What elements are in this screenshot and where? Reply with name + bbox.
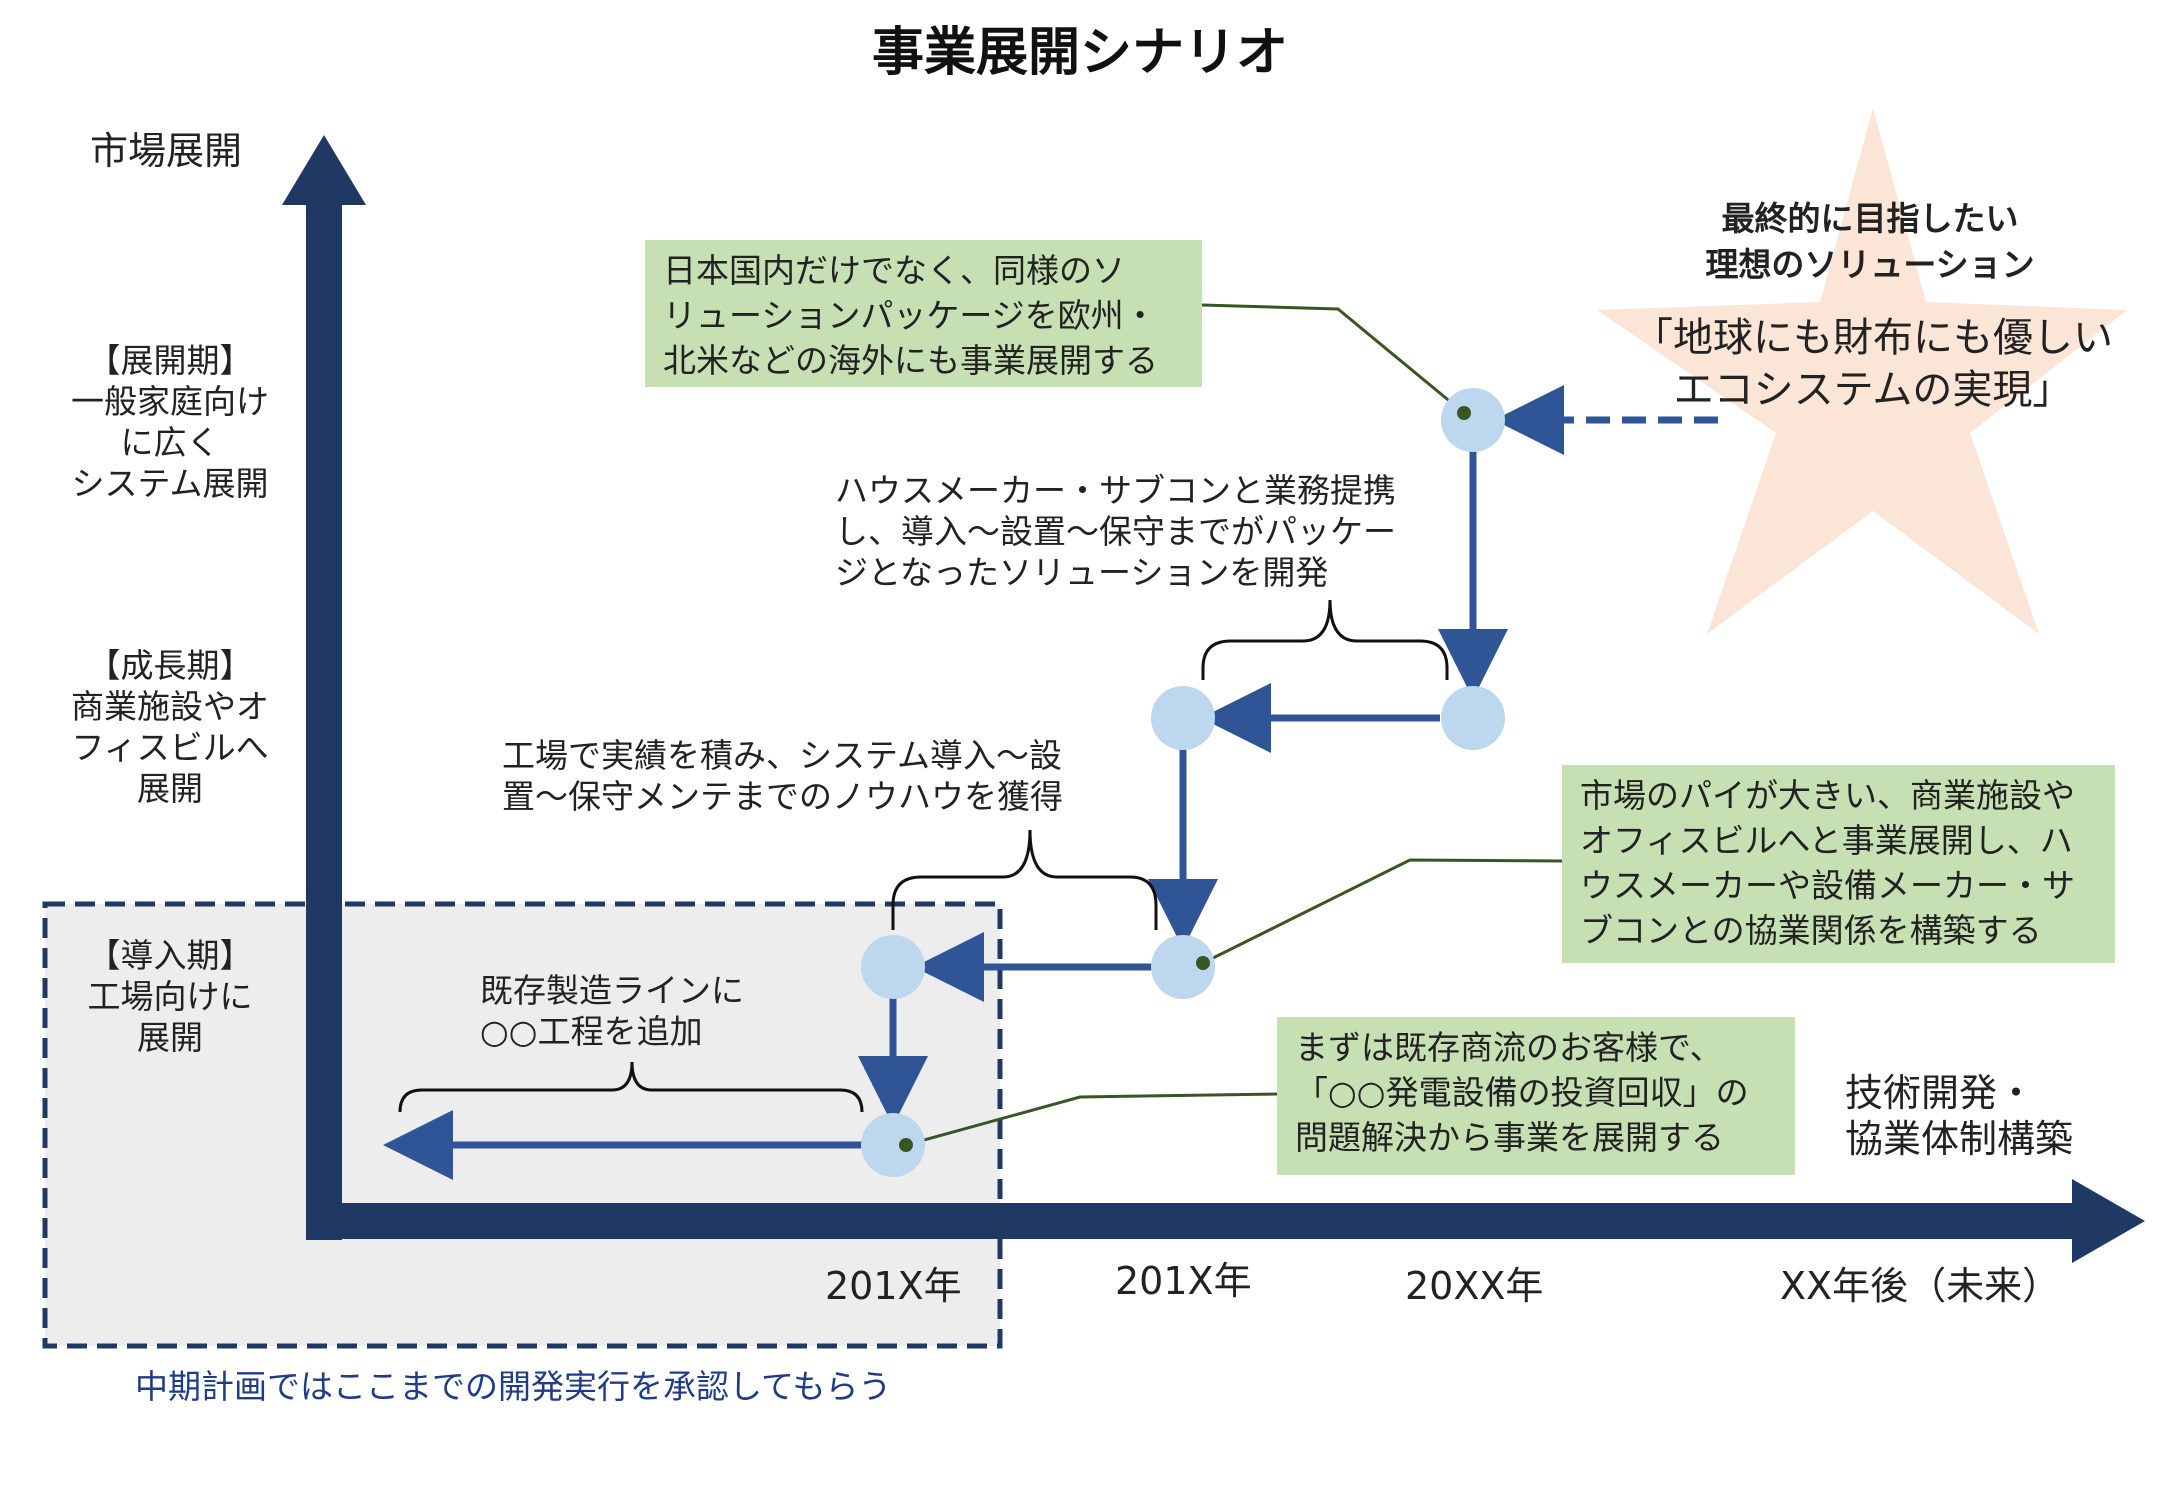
ideal-heading-line: 理想のソリューション: [1705, 245, 2035, 284]
bracket-line-add: [398, 1061, 864, 1113]
phase-expansion-line: システム展開: [71, 464, 269, 503]
x-tick: 20XX年: [1405, 1264, 1544, 1308]
annotation-line-add-line: ○○工程を追加: [480, 1012, 703, 1051]
node-overseas: [1441, 388, 1505, 452]
phase-growth: 【成長期】 商業施設やオ フィスビルへ 展開: [45, 645, 295, 809]
leader-overseas: [1201, 303, 1465, 415]
phase-intro-name: 【導入期】: [87, 936, 253, 975]
box-overseas-line: 北米などの海外にも事業展開する: [663, 341, 1158, 380]
annotation-line-add-line: 既存製造ラインに: [480, 971, 744, 1010]
box-overseas: 日本国内だけでなく、同様のソ リューションパッケージを欧州・ 北米などの海外にも…: [645, 240, 1202, 387]
ideal-quote-line: エコシステムの実現」: [1673, 367, 2073, 413]
x-axis-arrowhead: [2072, 1179, 2145, 1263]
annotation-house-maker-line: ハウスメーカー・サブコンと業務提携: [835, 471, 1396, 510]
leader-dot-commercial: [1196, 956, 1210, 970]
bracket-factory: [891, 829, 1158, 930]
y-axis-label: 市場展開: [90, 129, 243, 173]
box-commercial-line: オフィスビルへと事業展開し、ハ: [1580, 821, 2073, 860]
x-axis-label-line: 協業体制構築: [1845, 1117, 2074, 1161]
box-commercial-line: ブコンとの協業関係を構築する: [1580, 911, 2042, 950]
node-growth: [1151, 686, 1215, 750]
annotation-house-maker-line: ジとなったソリューションを開発: [835, 553, 1329, 592]
box-commercial-line: ウスメーカーや設備メーカー・サ: [1580, 866, 2075, 905]
x-tick: 201X年: [825, 1264, 962, 1308]
phase-intro: 【導入期】 工場向けに 展開: [45, 935, 295, 1058]
ideal-quote: 「地球にも財布にも優しい エコシステムの実現」: [1593, 312, 2153, 416]
phase-expansion-line: 一般家庭向け: [71, 382, 269, 421]
approval-note: 中期計画ではここまでの開発実行を承認してもらう: [135, 1367, 892, 1406]
phase-growth-line: 商業施設やオ: [71, 687, 269, 726]
box-existing: まずは既存商流のお客様で、 「○○発電設備の投資回収」の 問題解決から事業を展開…: [1277, 1017, 1795, 1175]
x-tick: 201X年: [1115, 1259, 1252, 1303]
node-existing: [861, 1113, 925, 1177]
x-axis: [306, 1203, 2076, 1239]
phase-intro-line: 展開: [137, 1018, 203, 1057]
box-existing-line: 問題解決から事業を展開する: [1295, 1118, 1724, 1157]
page-title: 事業展開シナリオ: [871, 23, 1288, 83]
leader-commercial: [1202, 858, 1563, 965]
x-axis-label: 技術開発・ 協業体制構築: [1845, 1070, 2073, 1162]
box-existing-line: まずは既存商流のお客様で、: [1295, 1028, 1723, 1067]
box-commercial-line: 市場のパイが大きい、商業施設や: [1580, 776, 2075, 815]
box-commercial: 市場のパイが大きい、商業施設や オフィスビルへと事業展開し、ハ ウスメーカーや設…: [1562, 765, 2115, 963]
ideal-star: [1597, 108, 2127, 634]
bracket-house-maker: [1201, 599, 1449, 680]
node-expansion: [1441, 686, 1505, 750]
box-overseas-line: 日本国内だけでなく、同様のソ: [663, 251, 1125, 290]
annotation-house-maker: ハウスメーカー・サブコンと業務提携 し、導入～設置～保守までがパッケー ジとなっ…: [835, 470, 1396, 593]
box-existing-line: 「○○発電設備の投資回収」の: [1295, 1073, 1749, 1112]
annotation-factory-line: 工場で実績を積み、システム導入～設: [502, 736, 1063, 775]
phase-growth-line: フィスビルへ: [71, 728, 269, 767]
annotation-factory-line: 置～保守メンテまでのノウハウを獲得: [502, 777, 1063, 816]
y-axis: [306, 200, 342, 1240]
phase-expansion: 【展開期】 一般家庭向け に広く システム展開: [45, 340, 295, 504]
phase-expansion-line: に広く: [120, 423, 220, 462]
phase-expansion-name: 【展開期】: [87, 341, 253, 380]
phase-growth-name: 【成長期】: [87, 646, 253, 685]
y-axis-arrowhead: [282, 135, 366, 205]
leader-existing: [905, 1092, 1278, 1147]
annotation-line-add: 既存製造ラインに ○○工程を追加: [480, 970, 744, 1052]
ideal-heading-line: 最終的に目指したい: [1721, 199, 2019, 238]
phase-intro-line: 工場向けに: [87, 977, 253, 1016]
leader-dot-overseas: [1457, 406, 1471, 420]
approval-region: [42, 901, 1003, 1349]
phase-growth-line: 展開: [137, 769, 203, 808]
x-tick: XX年後（未来）: [1780, 1264, 2061, 1308]
ideal-heading: 最終的に目指したい 理想のソリューション: [1640, 196, 2100, 288]
box-overseas-line: リューションパッケージを欧州・: [663, 296, 1157, 335]
node-commercial: [1151, 935, 1215, 999]
leader-dot-existing: [899, 1138, 913, 1152]
annotation-factory: 工場で実績を積み、システム導入～設 置～保守メンテまでのノウハウを獲得: [502, 735, 1063, 817]
ideal-quote-line: 「地球にも財布にも優しい: [1633, 315, 2113, 361]
node-intro: [861, 935, 925, 999]
annotation-house-maker-line: し、導入～設置～保守までがパッケー: [835, 512, 1396, 551]
x-axis-label-line: 技術開発・: [1845, 1071, 2036, 1115]
